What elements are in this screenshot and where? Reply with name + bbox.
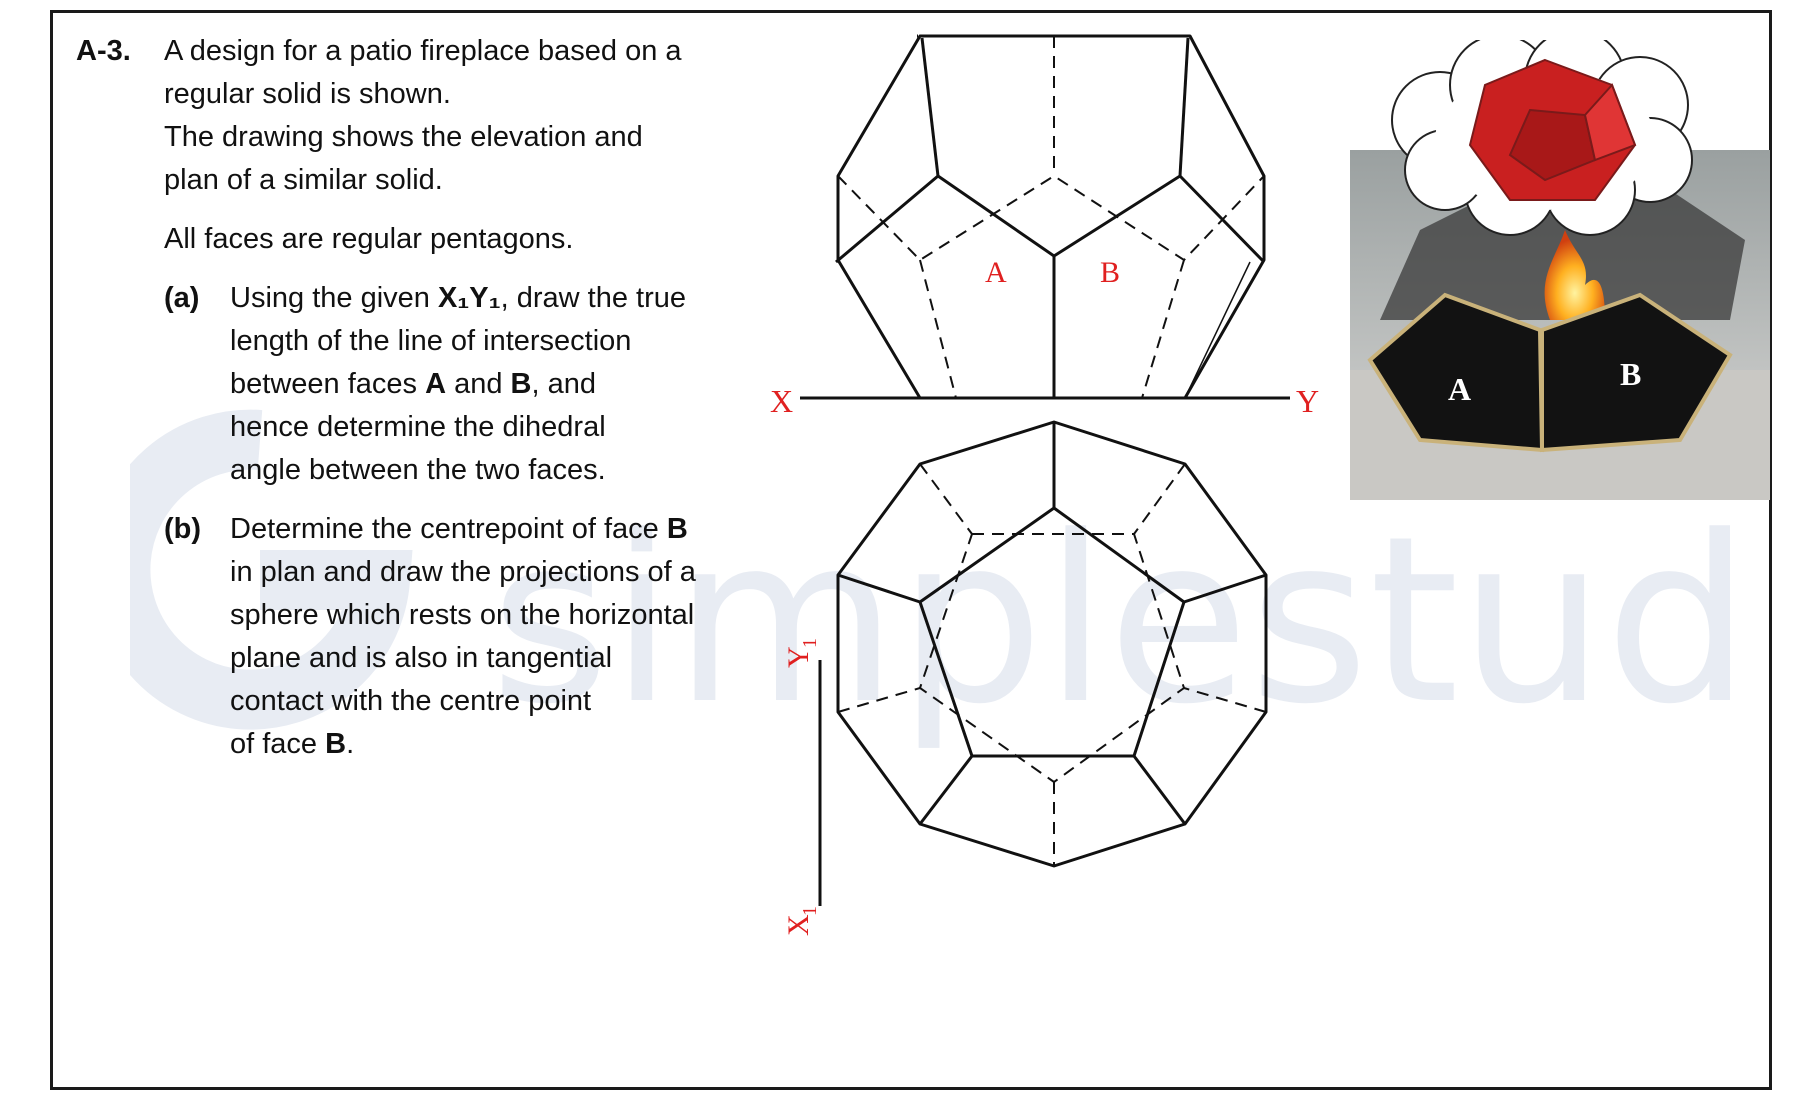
x1-label: X 1 (782, 906, 821, 936)
hidden-edge (919, 259, 957, 399)
part-a-text: between faces (230, 368, 426, 400)
part-b-text: of face (230, 728, 326, 760)
part-b-text: . (346, 728, 355, 760)
elevation-edge-thin (1184, 261, 1251, 399)
svg-text:X: X (782, 914, 815, 936)
elevation-view (835, 34, 1266, 400)
elevation-edge (835, 174, 939, 264)
x-label: X (770, 383, 793, 419)
y1-label: Y 1 (782, 638, 821, 668)
question-stem: A design for a patio fireplace based on … (164, 30, 764, 766)
part-a-bold: B (510, 368, 532, 400)
plan-outline (836, 420, 1268, 868)
part-b-label: (b) (164, 513, 202, 545)
intro-line: A design for a patio fireplace based on … (164, 35, 682, 67)
y-label: Y (1296, 383, 1319, 419)
fireplace-photo: A B (1350, 40, 1770, 500)
part-b-bold: B (325, 728, 347, 760)
plan-bottom-pentagon (918, 533, 1186, 784)
plan-edge (837, 573, 921, 604)
elevation-edge (937, 174, 1181, 258)
part-a-text: hence determine the dihedral (230, 411, 606, 443)
dodecahedron-icon (1468, 58, 1637, 201)
hidden-edge (1183, 687, 1267, 713)
part-a-bold: A (425, 368, 447, 400)
part-a-text: and (446, 368, 511, 400)
face-b-label: B (1100, 256, 1120, 289)
elevation-hidden-edges (837, 36, 1265, 399)
plan-edge (1183, 573, 1267, 604)
part-a-text: , and (531, 368, 596, 400)
faces-note: All faces are regular pentagons. (164, 223, 574, 255)
part-b-bold: B (666, 513, 688, 545)
hidden-edge (919, 463, 973, 535)
orthographic-drawing: A B X Y Y 1 X 1 (770, 34, 1319, 936)
intro-line: regular solid is shown. (164, 78, 451, 110)
svg-text:Y: Y (782, 646, 815, 668)
intro-line: plan of a similar solid. (164, 164, 443, 196)
part-a-label: (a) (164, 282, 200, 314)
hidden-edge (1141, 259, 1185, 399)
svg-text:1: 1 (799, 906, 821, 916)
hidden-edge (837, 687, 921, 713)
part-b-text: contact with the centre point (230, 685, 592, 717)
elevation-edge (1178, 37, 1190, 177)
plan-edge (1132, 755, 1187, 825)
face-a-label: A (985, 256, 1007, 289)
photo-face-b-label: B (1620, 356, 1641, 392)
part-a-text: , draw the true (500, 282, 687, 314)
part-b: (b) Determine the centrepoint of face B … (164, 508, 764, 766)
hidden-edge (1133, 463, 1186, 535)
intro-line: The drawing shows the elevation and (164, 121, 643, 153)
plan-view (836, 420, 1268, 868)
part-a: (a) Using the given X₁Y₁, draw the true … (164, 277, 764, 492)
part-a-text: angle between the two faces. (230, 454, 606, 486)
page-frame (50, 10, 1772, 1090)
photo-face-a-label: A (1448, 371, 1471, 407)
part-a-text: Using the given (230, 282, 438, 314)
question-number: A-3. (76, 35, 131, 67)
svg-text:1: 1 (799, 638, 821, 648)
part-b-text: plane and is also in tangential (230, 642, 613, 674)
plan-hidden-edges (837, 463, 1267, 866)
flame-icon (1544, 230, 1605, 320)
plan-edge (918, 755, 974, 825)
elevation-edge (920, 37, 940, 177)
part-b-text: sphere which rests on the horizontal (230, 599, 695, 631)
part-a-bold: X₁Y₁ (437, 282, 501, 314)
part-b-text: Determine the centrepoint of face (230, 513, 667, 545)
part-a-text: length of the line of intersection (230, 325, 632, 357)
part-b-text: in plan and draw the projections of a (230, 556, 696, 588)
hidden-edge (837, 174, 1265, 262)
elevation-outline (836, 34, 1266, 400)
photo-face-b (1540, 292, 1733, 453)
plan-top-pentagon (918, 506, 1186, 758)
